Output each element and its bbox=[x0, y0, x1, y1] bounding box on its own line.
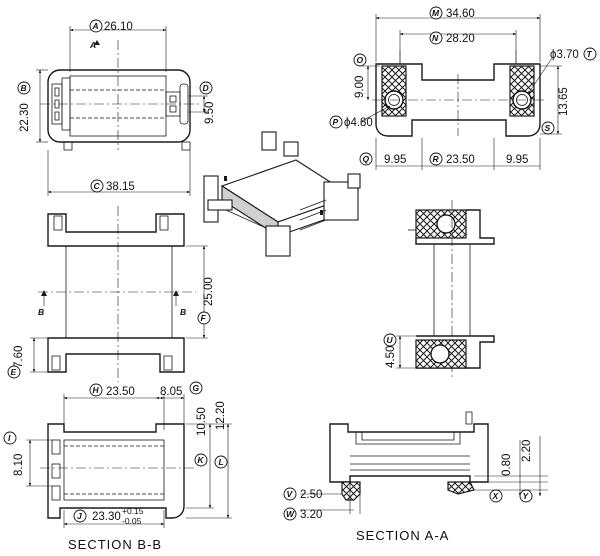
svg-text:X: X bbox=[492, 491, 500, 501]
svg-text:R: R bbox=[433, 154, 440, 164]
svg-text:V: V bbox=[287, 489, 294, 499]
dim-b: 22.30 bbox=[19, 103, 31, 132]
svg-text:H: H bbox=[93, 385, 100, 395]
dim-s: 13.65 bbox=[558, 87, 570, 116]
dim-g: 8.05 bbox=[160, 386, 182, 398]
svg-text:O: O bbox=[357, 55, 364, 65]
dim-d: 9.50 bbox=[204, 102, 216, 124]
dim-a: 26.10 bbox=[104, 21, 133, 33]
svg-text:B: B bbox=[21, 83, 27, 93]
dim-v: 2.50 bbox=[300, 489, 322, 501]
dim-n: 28.20 bbox=[446, 33, 475, 45]
svg-text:W: W bbox=[286, 509, 295, 519]
svg-text:C: C bbox=[94, 181, 101, 191]
section-mark-a: A bbox=[89, 40, 96, 50]
svg-text:G: G bbox=[193, 383, 200, 393]
dim-u: 4.50 bbox=[385, 346, 397, 368]
side-view: U 4.50 bbox=[383, 200, 495, 380]
section-mark-b-left: B bbox=[38, 307, 44, 317]
dim-k: 10.50 bbox=[196, 407, 208, 436]
dim-w: 3.20 bbox=[300, 509, 322, 521]
top-right-section-view: M 34.60 N 28.20 O 9.00 P ϕ4.80 T ϕ3.70 1… bbox=[329, 6, 597, 170]
top-view-outline bbox=[47, 69, 191, 143]
dim-j-tol-lower: -0.05 bbox=[122, 516, 142, 526]
dim-q: 9.95 bbox=[384, 154, 406, 166]
terminal-left-hatch bbox=[341, 481, 361, 501]
dim-h: 23.50 bbox=[106, 386, 135, 398]
section-mark-b-right: B bbox=[180, 307, 186, 317]
svg-text:Q: Q bbox=[363, 154, 370, 164]
terminal-right-hatch bbox=[447, 481, 475, 495]
isometric-view bbox=[203, 131, 361, 257]
svg-text:E: E bbox=[11, 367, 17, 377]
dim-j: 23.30 bbox=[92, 511, 121, 523]
dim-r: 23.50 bbox=[446, 154, 475, 166]
svg-text:M: M bbox=[432, 8, 440, 18]
section-bb-view: H 23.50 8.05 G 10.50 12.20 K L I 8.10 J … bbox=[3, 381, 232, 552]
dim-y: 2.20 bbox=[521, 440, 533, 462]
svg-text:K: K bbox=[198, 455, 205, 465]
dim-j-tol-upper: +0.15 bbox=[122, 506, 144, 516]
dim-t: ϕ3.70 bbox=[550, 49, 579, 61]
dim-p: ϕ4.80 bbox=[344, 117, 373, 129]
top-view: A A 26.10 B 22.30 C 38.15 D 9.50 bbox=[17, 19, 216, 196]
svg-text:J: J bbox=[77, 511, 82, 521]
svg-text:S: S bbox=[545, 123, 551, 133]
caption-section-bb: SECTION B-B bbox=[68, 537, 162, 552]
dim-x: 0.80 bbox=[501, 454, 513, 476]
svg-text:U: U bbox=[387, 335, 394, 345]
svg-text:T: T bbox=[587, 49, 593, 59]
dim-i: 8.10 bbox=[13, 454, 25, 476]
svg-text:L: L bbox=[219, 457, 224, 467]
dim-m: 34.60 bbox=[446, 8, 475, 20]
svg-text:P: P bbox=[333, 117, 339, 127]
svg-text:D: D bbox=[203, 83, 209, 93]
dim-l: 12.20 bbox=[215, 401, 227, 430]
front-view: B B 25.00 F 7.60 E bbox=[7, 206, 215, 382]
section-aa-view: V 2.50 W 3.20 0.80 2.20 X Y SECTION A-A bbox=[283, 411, 548, 543]
dim-q2: 9.95 bbox=[506, 154, 528, 166]
dim-f: 25.00 bbox=[203, 277, 215, 306]
dim-e: 7.60 bbox=[13, 346, 25, 368]
svg-text:N: N bbox=[432, 33, 439, 43]
svg-text:F: F bbox=[201, 313, 207, 323]
dim-o: 9.00 bbox=[354, 76, 366, 98]
caption-section-aa: SECTION A-A bbox=[356, 528, 449, 543]
svg-text:A: A bbox=[92, 21, 99, 31]
svg-text:Y: Y bbox=[523, 491, 530, 501]
dim-c: 38.15 bbox=[106, 181, 135, 193]
svg-text:I: I bbox=[8, 433, 11, 443]
